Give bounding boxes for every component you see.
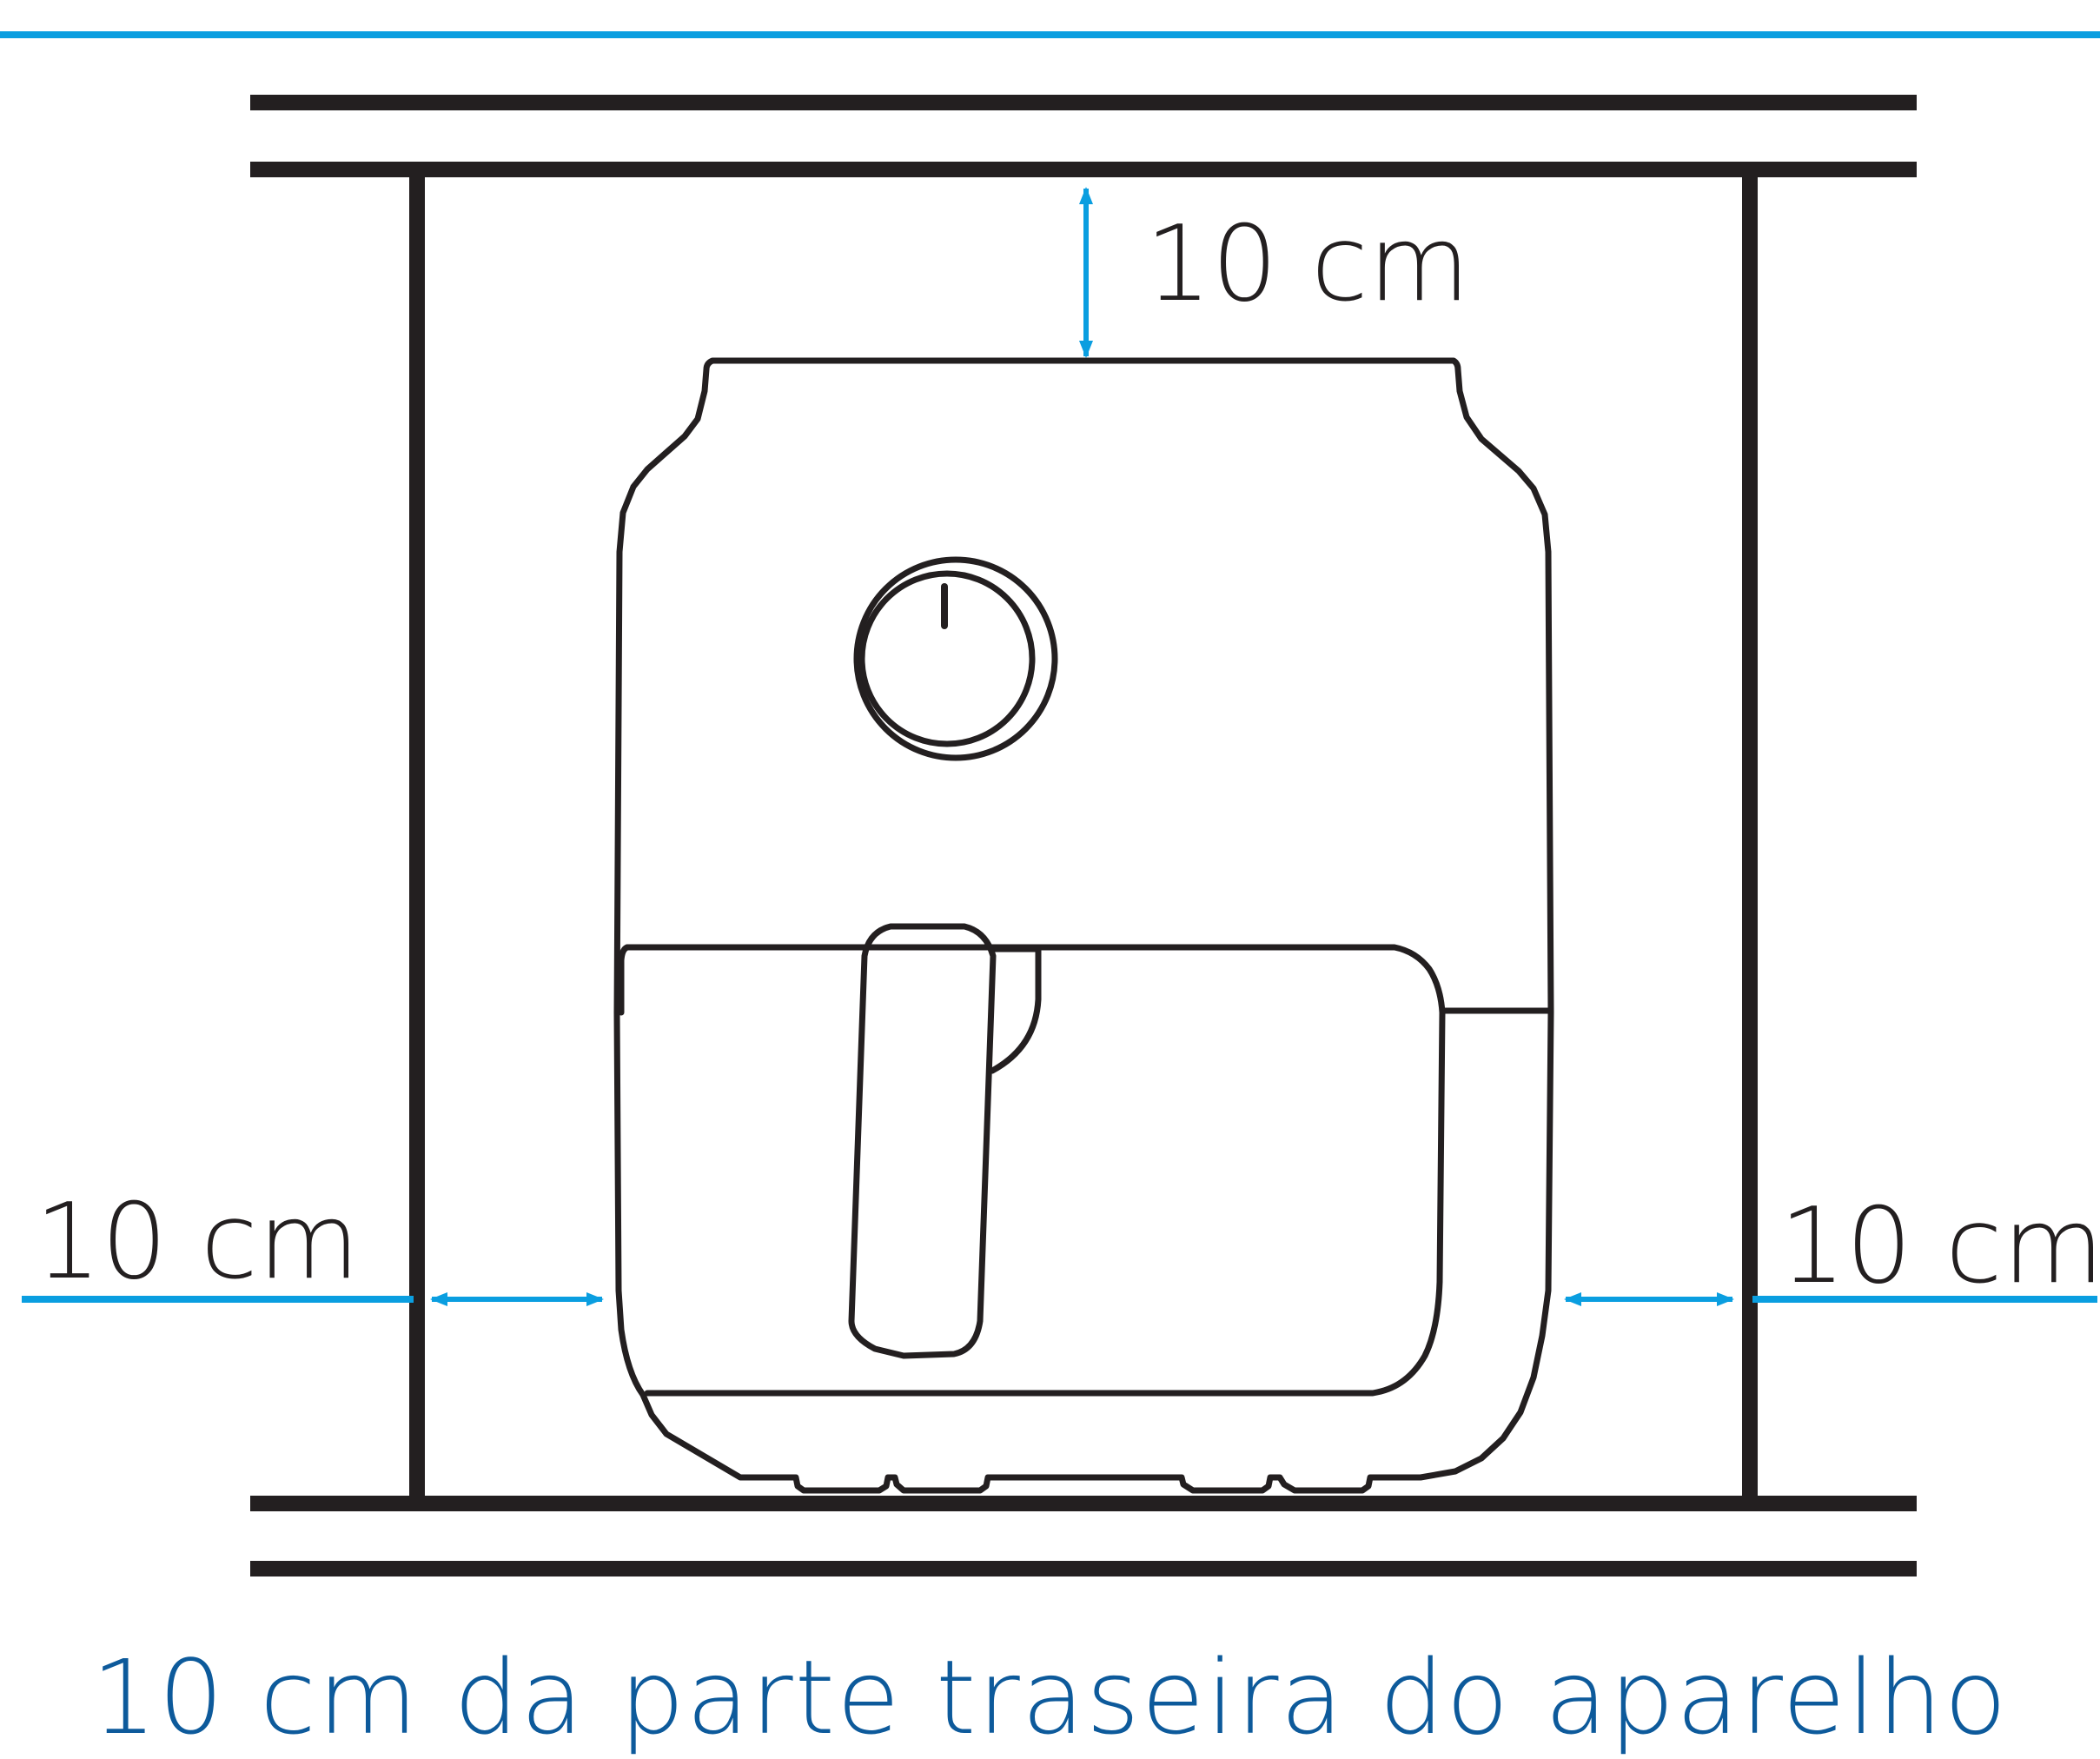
basket-latch (989, 946, 1042, 1074)
air-fryer-appliance (613, 357, 1554, 1494)
top-clearance-label: 10 cm (1145, 204, 1470, 325)
knob-outer-ring[interactable] (853, 556, 1058, 761)
basket-drawer (624, 944, 1446, 1397)
air-fryer-body (613, 357, 1554, 1494)
rear-clearance-caption: 10 cm da parte traseira do aparelho (91, 1637, 2009, 1757)
right-clearance-label: 10 cm (1779, 1186, 2100, 1307)
basket-handle[interactable] (848, 923, 997, 1359)
basket-front-edge (618, 944, 631, 1016)
temperature-knob[interactable] (858, 570, 1036, 747)
left-clearance-label: 10 cm (35, 1182, 360, 1303)
cabinet (250, 95, 1917, 1576)
